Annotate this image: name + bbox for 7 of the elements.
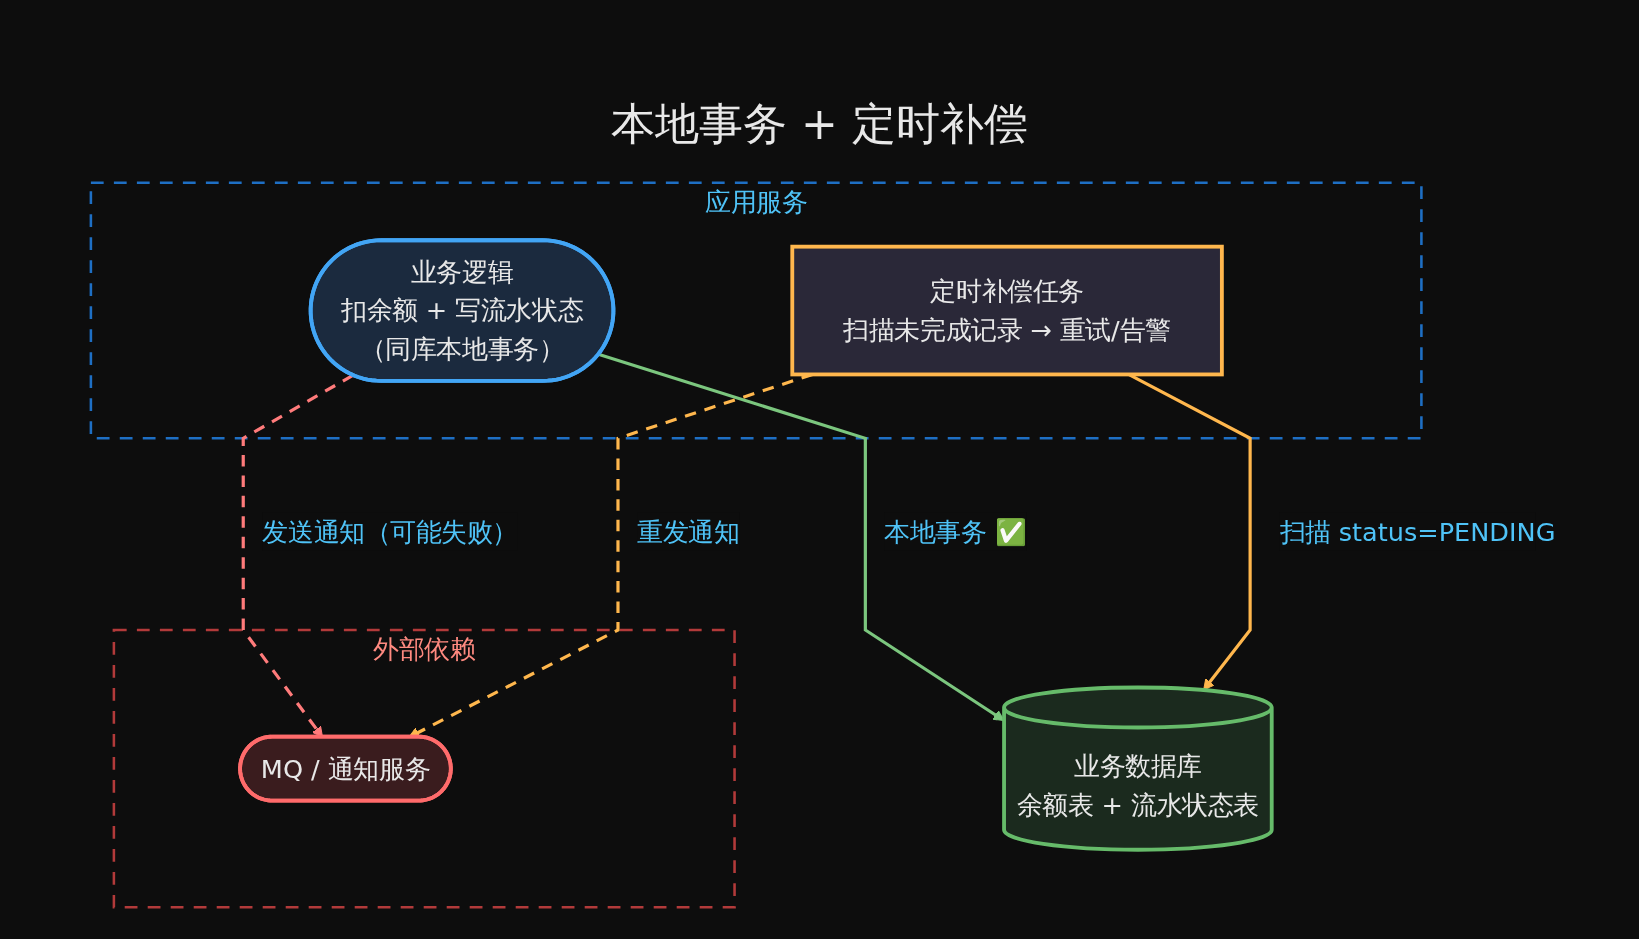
arrow (598, 352, 1005, 722)
diagram-title: 本地事务 + 定时补偿 (610, 97, 1029, 151)
edge-label: 发送通知（可能失败） (262, 516, 518, 547)
edge-label: 重发通知 (637, 516, 740, 547)
edge-label: 本地事务 ✅ (884, 516, 1027, 547)
node-box: 定时补偿任务 扫描未完成记录 → 重试/告警 (790, 244, 1224, 377)
edge-label: 扫描 status=PENDING (1279, 516, 1556, 547)
